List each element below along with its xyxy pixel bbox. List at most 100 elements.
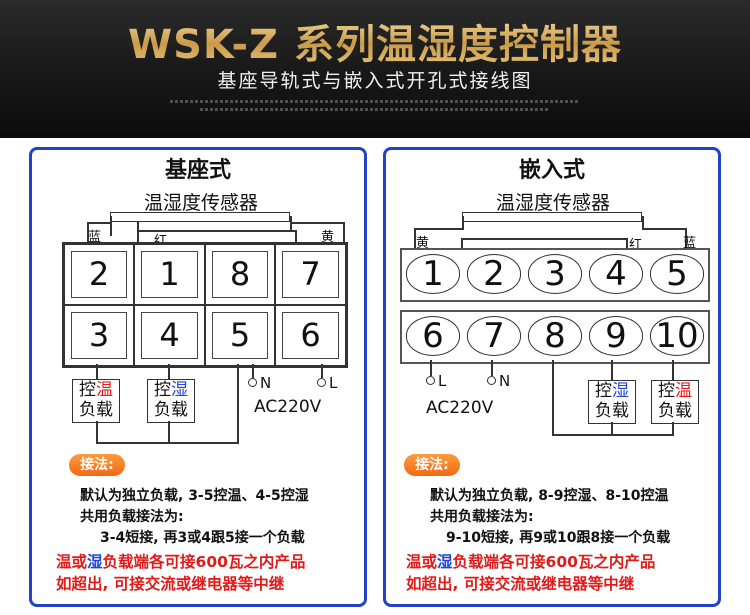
warning-line-1: 温或湿负载端各可接600瓦之内产品	[56, 550, 305, 572]
terminal-number: 7	[281, 251, 340, 298]
wire	[237, 364, 239, 444]
terminal-number: 1	[140, 251, 199, 298]
wire	[461, 238, 627, 240]
load-text: 控	[79, 380, 96, 400]
warn-text-hum: 湿	[437, 553, 453, 571]
wire	[626, 238, 628, 250]
terminal-oval: 3	[528, 254, 582, 294]
load-text: 控	[595, 381, 612, 401]
wire	[414, 228, 464, 230]
terminal-ring	[317, 378, 326, 387]
terminal-number: 2	[70, 251, 128, 298]
terminal-cell: 2	[64, 244, 134, 305]
terminal-oval: 9	[589, 316, 643, 356]
wire	[321, 364, 323, 378]
terminal-number: 5	[211, 312, 269, 359]
wire	[642, 216, 644, 230]
wire	[672, 360, 674, 380]
sensor-label: 温湿度传感器	[495, 192, 610, 214]
wire	[168, 364, 170, 380]
load-box-humidity: 控湿 负载	[588, 380, 636, 424]
wire	[672, 422, 674, 436]
terminal-block: 2 1 8 7 3 4 5 6	[62, 242, 348, 368]
note-shared-detail: 9-10短接, 再9或10跟8接一个负载	[446, 530, 671, 546]
page-title: WSK-Z 系列温湿度控制器	[0, 12, 750, 70]
terminal-cell: 5	[205, 305, 275, 366]
terminal-n: N	[260, 374, 272, 392]
wire	[461, 238, 463, 250]
wiring-badge: 接法:	[69, 454, 125, 476]
wire	[462, 216, 464, 230]
load-box-temperature: 控温 负载	[72, 379, 120, 423]
load-box-humidity: 控湿 负载	[147, 379, 195, 423]
load-text-hum: 湿	[171, 380, 188, 400]
load-text: 控	[658, 381, 675, 401]
load-text: 负载	[595, 401, 629, 421]
panel-title: 基座式	[164, 158, 231, 183]
wire	[642, 228, 687, 230]
terminal-number: 8	[211, 251, 269, 298]
load-text-hum: 湿	[612, 381, 629, 401]
wire	[685, 228, 687, 250]
header-banner: WSK-Z 系列温湿度控制器 基座导轨式与嵌入式开孔式接线图	[0, 0, 750, 138]
panel-embedded-mount: 嵌入式 温湿度传感器 黄 红 蓝 1 2 3 4 5 6 7 8 9 10 L …	[383, 147, 721, 607]
terminal-cell: 6	[275, 305, 346, 366]
wire	[110, 216, 112, 236]
terminal-number: 6	[281, 312, 340, 359]
terminal-n: N	[499, 372, 511, 390]
terminal-cell: 4	[134, 305, 205, 366]
decorative-fineprint-line	[170, 100, 580, 103]
terminal-oval: 7	[467, 316, 521, 356]
wire	[552, 434, 674, 436]
terminal-ring	[426, 376, 435, 385]
warn-text-hum: 湿	[87, 553, 103, 571]
wire	[96, 421, 98, 443]
sensor-bar	[110, 212, 290, 222]
decorative-fineprint-line	[200, 108, 550, 111]
terminal-cell: 7	[275, 244, 346, 305]
load-text: 负载	[154, 400, 188, 420]
panel-title: 嵌入式	[518, 158, 585, 183]
note-default: 默认为独立负载, 3-5控温、4-5控湿	[80, 488, 309, 504]
terminal-oval: 10	[650, 316, 704, 356]
note-shared: 共用负载接法为:	[430, 509, 534, 525]
wire	[491, 360, 493, 376]
wire-label-blue: 蓝	[88, 230, 102, 245]
wire	[611, 360, 613, 380]
load-text-temp: 温	[96, 380, 113, 400]
terminal-oval: 8	[528, 316, 582, 356]
warn-text: 负载端各可接600瓦之内产品	[452, 553, 656, 571]
warning-line-2: 如超出, 可接交流或继电器等中继	[56, 575, 285, 593]
page-subtitle: 基座导轨式与嵌入式开孔式接线图	[217, 70, 533, 92]
wire	[430, 360, 432, 376]
load-text: 负载	[79, 400, 113, 420]
terminal-cell: 8	[205, 244, 275, 305]
sensor-label: 温湿度传感器	[143, 192, 258, 214]
wire	[611, 422, 613, 436]
wire	[414, 228, 416, 250]
terminal-strip-top: 1 2 3 4 5	[400, 248, 710, 302]
terminal-oval: 2	[467, 254, 521, 294]
power-label: AC220V	[254, 397, 322, 417]
warning-line-2: 如超出, 可接交流或继电器等中继	[406, 575, 635, 593]
terminal-l: L	[329, 374, 338, 392]
terminal-l: L	[438, 372, 447, 390]
wire	[96, 364, 98, 380]
wire	[252, 364, 254, 378]
terminal-oval: 6	[406, 316, 460, 356]
wiring-badge: 接法:	[404, 454, 460, 476]
load-text: 负载	[658, 401, 692, 421]
terminal-number: 3	[70, 312, 128, 359]
wire-label-blue: 蓝	[683, 236, 697, 251]
terminal-ring	[487, 376, 496, 385]
wire-label-yellow: 黄	[416, 236, 430, 251]
load-text-temp: 温	[675, 381, 692, 401]
load-text: 控	[154, 380, 171, 400]
note-default: 默认为独立负载, 8-9控湿、8-10控温	[430, 488, 669, 504]
terminal-cell: 3	[64, 305, 134, 366]
note-shared-detail: 3-4短接, 再3或4跟5接一个负载	[100, 530, 305, 546]
wire	[87, 222, 112, 224]
warn-text: 温或	[56, 553, 88, 571]
power-label: AC220V	[426, 398, 494, 418]
load-box-temperature: 控温 负载	[651, 380, 699, 424]
